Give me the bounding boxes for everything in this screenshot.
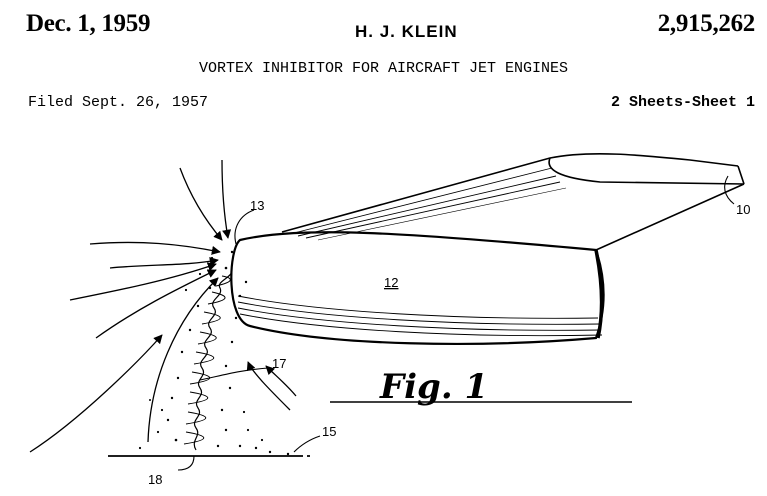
vortex-coil <box>183 271 233 451</box>
wing-outline <box>281 153 745 251</box>
ref-17: 17 <box>272 356 286 371</box>
ref-10: 10 <box>736 202 750 217</box>
patent-title: VORTEX INHIBITOR FOR AIRCRAFT JET ENGINE… <box>198 60 569 77</box>
leader-lines <box>177 175 735 471</box>
patent-date: Dec. 1, 1959 <box>26 10 151 37</box>
dust-particles <box>138 250 290 456</box>
airflow-arrows <box>29 159 297 453</box>
filed-date: Filed Sept. 26, 1957 <box>28 94 209 111</box>
ref-18: 18 <box>148 472 162 487</box>
ref-12: 12 <box>384 275 398 290</box>
patent-number: 2,915,262 <box>657 10 756 37</box>
ref-15: 15 <box>322 424 336 439</box>
figure-label: Fig. 1 <box>379 367 488 407</box>
inventor-name: H. J. KLEIN <box>355 22 458 41</box>
sheet-count: 2 Sheets-Sheet 1 <box>610 94 755 111</box>
engine-nacelle <box>230 231 605 345</box>
ref-13: 13 <box>250 198 264 213</box>
